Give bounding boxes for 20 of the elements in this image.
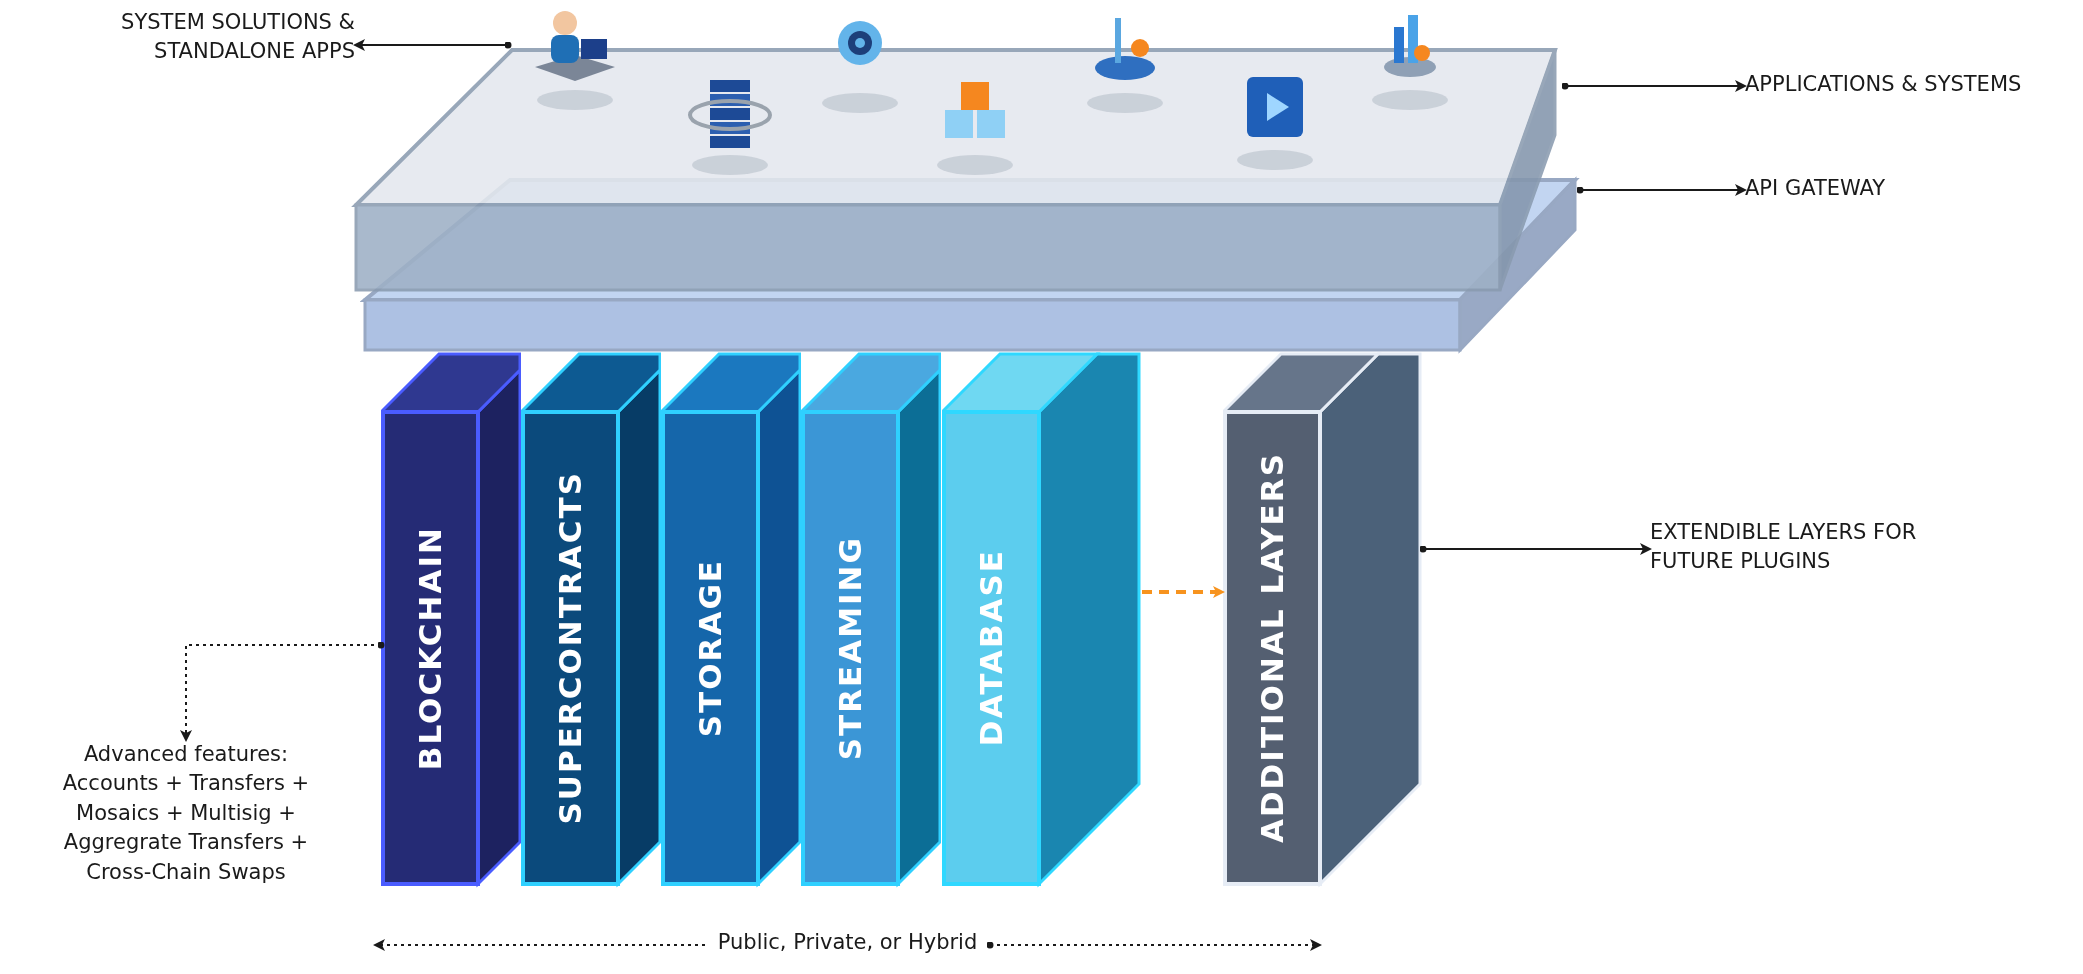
layer-title: STORAGE [691,558,728,738]
layer-title: SUPERCONTRACTS [551,471,588,825]
callout-text: Advanced features: Accounts + Transfers + Mosaics + Multisig + Aggregrate Transfers + Cross-Chain Swaps [46,740,326,887]
arrow [1419,543,1652,555]
layer-title: BLOCKCHAIN [411,525,448,771]
callout-text: EXTENDIBLE LAYERS FOR FUTURE PLUGINS [1650,518,1930,577]
arrow [373,939,706,951]
callout-text: APPLICATIONS & SYSTEMS [1745,70,2075,100]
callout-text: Public, Private, or Hybrid [705,928,990,958]
layer-title: DATABASE [972,549,1009,747]
arrow [353,39,512,51]
arrow [1576,184,1747,196]
arrow [1561,80,1747,92]
layer-title: STREAMING [831,535,868,761]
layer-title: ADDITIONAL LAYERS [1253,452,1290,844]
callout-text: SYSTEM SOLUTIONS & STANDALONE APPS [40,8,355,67]
callout-text: API GATEWAY [1745,174,2045,204]
dashed-arrow [1142,586,1225,598]
arrow [986,939,1322,951]
arrow [180,641,385,742]
